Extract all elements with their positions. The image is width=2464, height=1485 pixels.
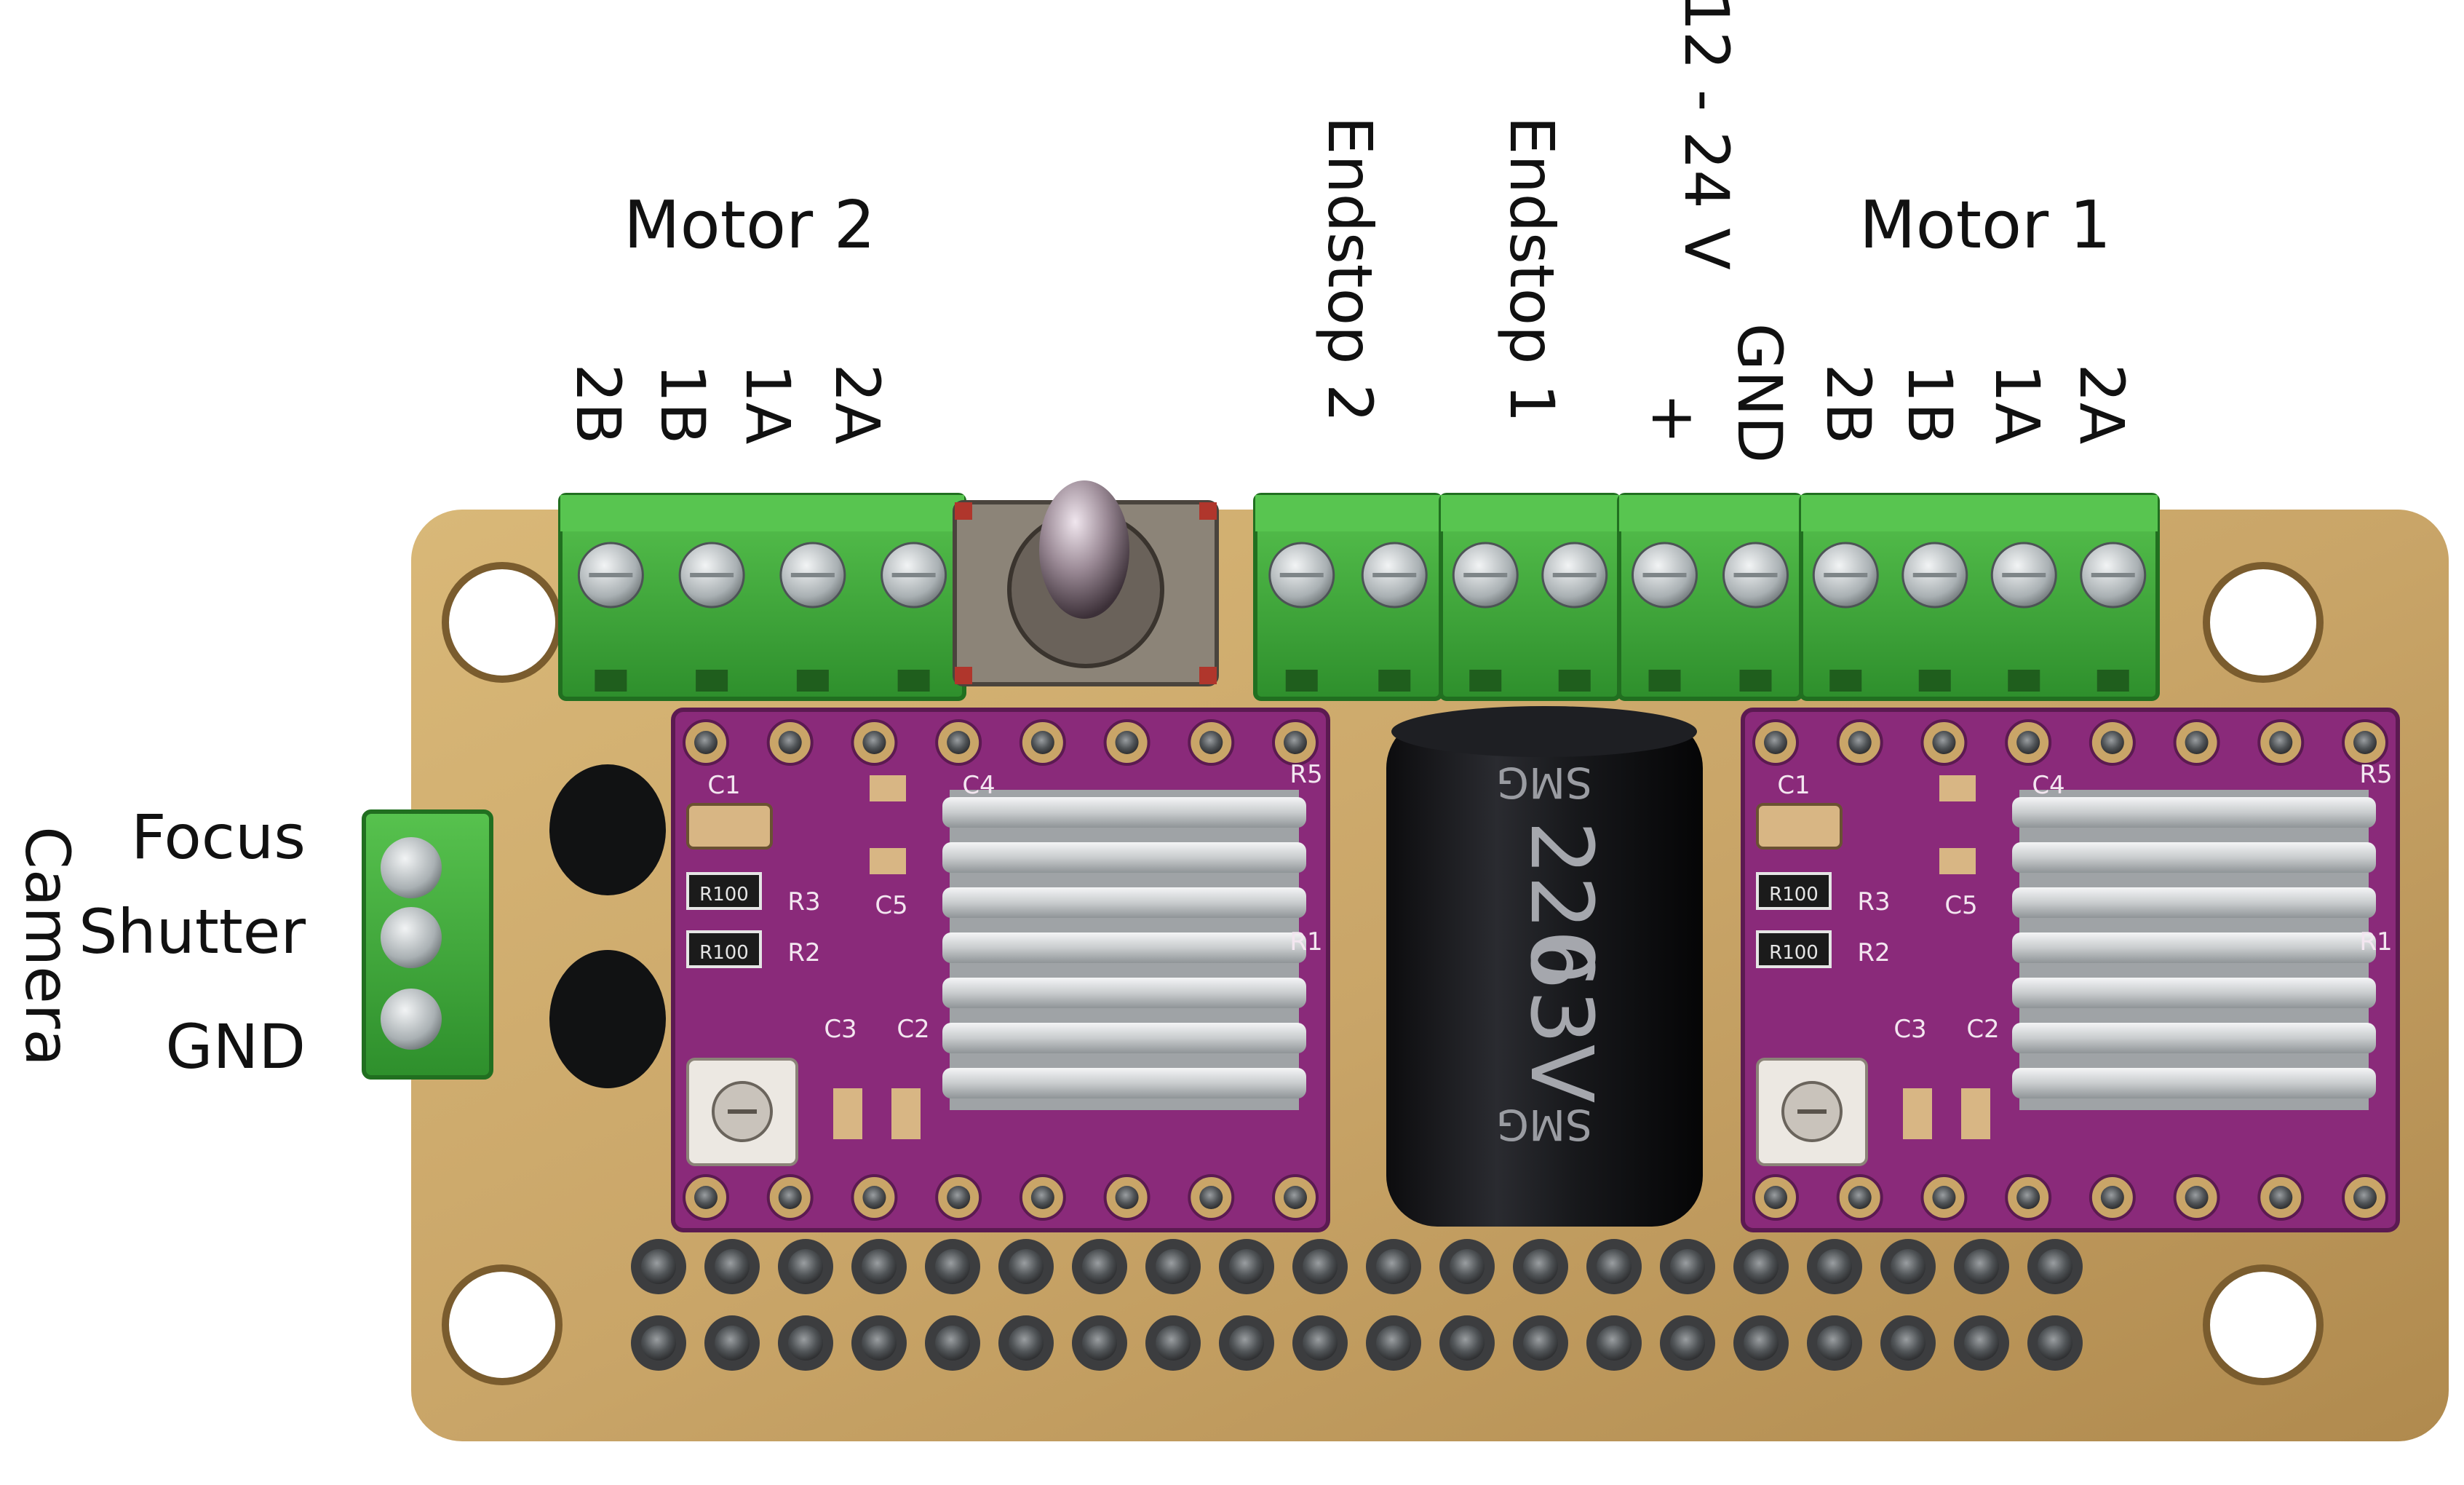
- camera-terminal: [362, 809, 493, 1080]
- label-shutter: Shutter: [79, 896, 306, 967]
- silkscreen-label: C3: [824, 1015, 857, 1044]
- terminal-power: [1617, 493, 1803, 701]
- label-power: 12 - 24 V: [1671, 0, 1742, 270]
- label-m2-pin-2b: 2B: [563, 363, 634, 445]
- toggle-switch: [953, 480, 1219, 686]
- silkscreen-label: R1: [1289, 927, 1322, 957]
- terminal-motor-2: [558, 493, 966, 701]
- silkscreen-label: C2: [897, 1015, 929, 1044]
- silkscreen-label: R5: [2359, 760, 2392, 789]
- label-camera-gnd: GND: [165, 1011, 306, 1082]
- silkscreen-label: C3: [1893, 1015, 1926, 1044]
- terminal-blocks: [558, 493, 2160, 701]
- terminal-endstop-1: [1439, 493, 1621, 701]
- gpio-header-pins: [631, 1239, 2083, 1371]
- resistor-marking: R100: [1769, 942, 1819, 964]
- label-m2-pin-2a: 2A: [822, 363, 893, 445]
- label-power-plus: +: [1638, 392, 1709, 445]
- resistor-marking: R100: [1769, 884, 1819, 906]
- silkscreen-label: R2: [787, 938, 820, 967]
- silkscreen-label: C5: [1944, 891, 1977, 920]
- resistor-marking: R100: [699, 942, 749, 964]
- electrolytic-capacitor: SMG 220 63V SMG: [1386, 706, 1703, 1227]
- silkscreen-label: C1: [707, 771, 740, 800]
- label-motor-2: Motor 2: [624, 187, 875, 264]
- silkscreen-label: C4: [962, 771, 995, 800]
- resistor-marking: R100: [699, 884, 749, 906]
- cap-brand-top: SMG: [1496, 758, 1592, 807]
- label-motor-1: Motor 1: [1859, 187, 2111, 264]
- silkscreen-label: C2: [1966, 1015, 1999, 1044]
- label-power-gnd: GND: [1724, 322, 1795, 464]
- label-m2-pin-1a: 1A: [732, 363, 803, 445]
- silkscreen-label: R2: [1857, 938, 1890, 967]
- mounting-holes: [442, 562, 2324, 1385]
- label-endstop-2: Endstop 2: [1314, 116, 1386, 423]
- label-focus: Focus: [131, 801, 306, 873]
- label-m1-pin-1a: 1A: [1982, 363, 2053, 445]
- transistors: [549, 764, 666, 1088]
- silkscreen-label: C1: [1777, 771, 1810, 800]
- silkscreen-label: R3: [1857, 887, 1890, 916]
- cap-capacitance: 220: [1511, 820, 1612, 984]
- cap-brand-bottom: SMG: [1496, 1100, 1592, 1149]
- label-m1-pin-2b: 2B: [1813, 363, 1884, 445]
- silkscreen-label: R1: [2359, 927, 2392, 957]
- cap-voltage: 63V: [1511, 935, 1612, 1104]
- silkscreen-label: C5: [875, 891, 907, 920]
- label-endstop-1: Endstop 1: [1496, 116, 1567, 423]
- label-camera: Camera: [12, 826, 83, 1066]
- silkscreen-label: R3: [787, 887, 820, 916]
- label-m1-pin-1b: 1B: [1894, 363, 1966, 445]
- label-m2-pin-1b: 1B: [647, 363, 718, 445]
- silkscreen-label: C4: [2032, 771, 2064, 800]
- label-m1-pin-2a: 2A: [2066, 363, 2137, 445]
- terminal-endstop-2: [1253, 493, 1443, 701]
- silkscreen-label: R5: [1289, 760, 1322, 789]
- terminal-motor-1: [1799, 493, 2160, 701]
